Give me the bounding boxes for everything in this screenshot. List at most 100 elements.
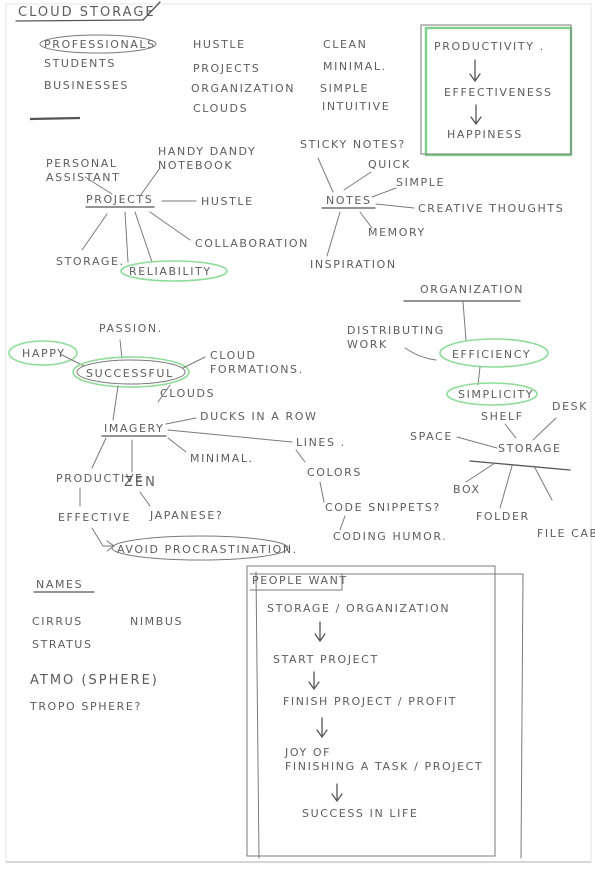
arrow-down-icon [470,104,482,126]
projects-branch: RELIABILITY [129,265,212,278]
happy-highlight [8,340,78,366]
audience-item: BUSINESSES [44,79,129,92]
storage-branch: SPACE [410,430,453,443]
branch-label-line2: FORMATIONS. [210,363,304,376]
arrow-down-icon [316,717,328,739]
flow-item: EFFECTIVENESS [444,86,553,99]
connector [319,481,325,503]
successful-branch: PASSION. [99,322,163,335]
connector [326,211,341,257]
flow-box [420,24,572,155]
notes-branch: CREATIVE THOUGHTS [418,202,564,215]
connector [533,465,553,501]
keyword-item: ORGANIZATION [191,82,295,95]
connector [359,211,373,229]
storage-center: STORAGE [498,442,562,455]
connector [81,213,108,251]
keyword-item: PROJECTS [193,62,260,75]
title-underline [15,19,144,22]
notes-branch: STICKY NOTES? [300,138,406,151]
people-step: START PROJECT [273,653,379,666]
successful-branch: HAPPY [22,347,66,360]
arrow-right-icon [91,527,115,552]
successful-center: SUCCESSFUL [86,367,174,380]
arrow-down-icon [308,671,320,691]
projects-branch: COLLABORATION [195,237,309,250]
storage-branch: DESK [552,400,588,413]
reliability-highlight [120,260,228,282]
name-item: ATMO (SPHERE) [30,673,159,688]
connector [456,436,498,449]
connector [149,211,191,241]
name-item: TROPO SPHERE? [29,700,142,713]
audience-circle [39,34,157,54]
connector [119,339,123,359]
notes-branch: QUICK [368,158,411,171]
imagery-center: IMAGERY [104,422,164,435]
notes-branch: SIMPLE [396,176,445,189]
branch-label-line2: ASSISTANT [46,171,120,184]
branch-label: FILE CABINET [537,527,595,540]
storage-branch: FILE CABINET [537,527,595,540]
connector [139,167,161,197]
connector [477,366,481,386]
connector [375,203,415,209]
arrow-down-icon [331,783,343,803]
connector [167,429,293,443]
projects-branch: STORAGE. [56,255,125,268]
imagery-branch: CODING HUMOR. [333,530,447,543]
notes-branch: INSPIRATION [310,258,397,271]
projects-branch: HUSTLE [201,195,254,208]
connector [295,449,306,463]
connector [404,347,437,361]
people-step: SUCCESS IN LIFE [302,807,418,820]
imagery-branch: ZEN [124,475,157,490]
procrastination-circle [111,535,289,561]
imagery-branch: JAPANESE? [149,509,223,522]
successful-circle [76,359,186,385]
branch-label-line2: WORK [347,338,388,351]
divider-dash [29,116,81,121]
organization-top: ORGANIZATION [420,283,524,296]
connector [499,465,513,509]
imagery-branch: PRODUCTIVE [56,472,144,485]
connector [343,171,372,191]
connector [462,301,467,341]
connector [157,384,171,403]
storage-branch: SHELF [481,410,524,423]
names-heading: NAMES [36,578,83,591]
paper-border [5,3,592,863]
page-title: CLOUD STORAGE [18,5,156,20]
connector [124,211,129,263]
keyword-item: SIMPLE [320,82,369,95]
people-box-outline [249,571,524,859]
connector [165,417,197,425]
branch-label: DISTRIBUTING [347,324,445,337]
imagery-branch: AVOID PROCRASTINATION. [117,543,298,556]
simplicity-highlight [446,382,538,406]
branch-label: HANDY DANDY [158,145,256,158]
name-item: STRATUS [32,638,93,651]
connector [84,176,113,195]
people-step: FINISH PROJECT / PROFIT [283,695,457,708]
efficiency-highlight [439,338,549,368]
flow-item: PRODUCTIVITY . [434,40,545,53]
step-label: JOY OF [284,746,331,759]
organization-center: EFFICIENCY [452,348,531,361]
branch-label: PERSONAL [46,157,118,170]
storage-branch: FOLDER [476,510,530,523]
flow-item: HAPPINESS [447,128,523,141]
connector [371,187,397,198]
imagery-branch: MINIMAL. [190,452,254,465]
arrow-down-icon [314,621,326,643]
name-item: NIMBUS [130,615,183,628]
notes-branch: MEMORY [368,226,426,239]
keyword-item: CLOUDS [193,102,248,115]
imagery-branch: LINES . [296,436,346,449]
